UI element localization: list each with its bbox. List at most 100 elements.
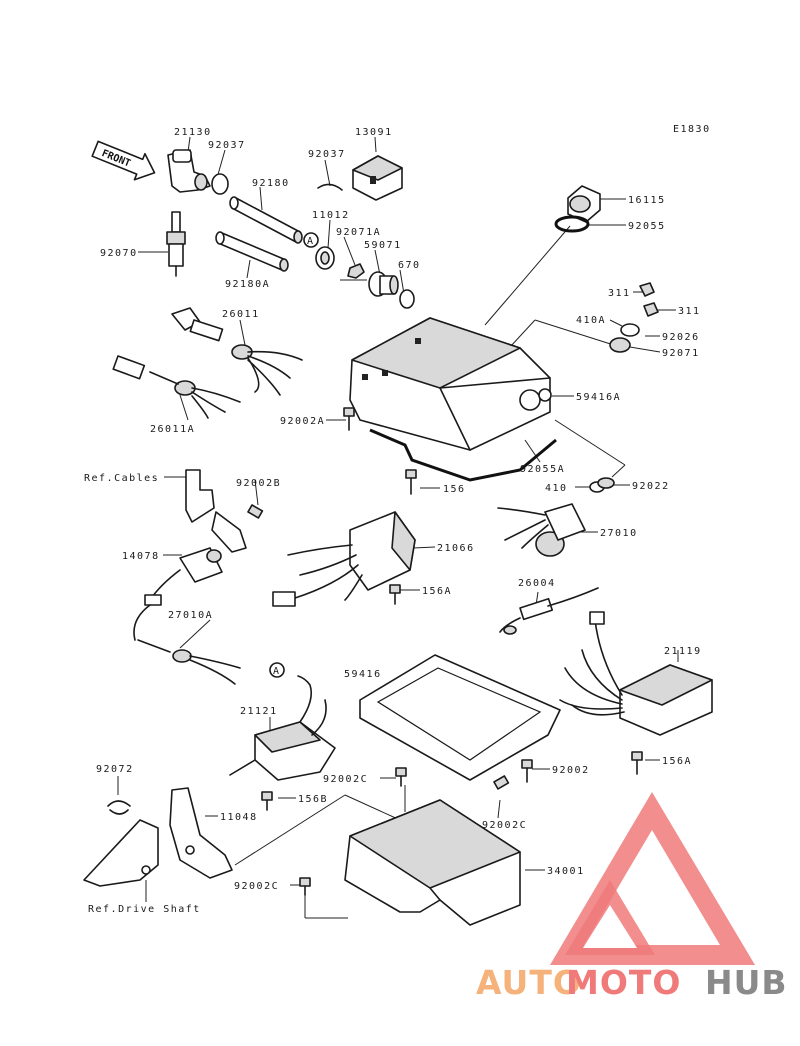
bracket-11048 bbox=[169, 787, 233, 879]
label-26011: 26011 bbox=[222, 309, 260, 320]
label-27010: 27010 bbox=[600, 528, 638, 539]
label-21066: 21066 bbox=[437, 543, 475, 554]
label-59416: 59416 bbox=[344, 669, 382, 680]
label-21119: 21119 bbox=[664, 646, 702, 657]
spark-plug bbox=[166, 211, 186, 277]
label-92071a: 92071A bbox=[336, 227, 381, 238]
label-59416a: 59416A bbox=[576, 392, 621, 403]
washers-right bbox=[589, 477, 615, 493]
watermark-logo: AUTO MOTO HUB bbox=[476, 792, 788, 1002]
cover-block bbox=[352, 155, 403, 201]
label-92180: 92180 bbox=[252, 178, 290, 189]
label-311a: 311 bbox=[608, 288, 631, 299]
label-92071: 92071 bbox=[662, 348, 700, 359]
harness-26011a bbox=[112, 355, 241, 419]
watermark-text-auto: AUTO bbox=[476, 963, 582, 1002]
regulator-21066 bbox=[272, 511, 416, 607]
label-92070: 92070 bbox=[100, 248, 138, 259]
label-34001: 34001 bbox=[547, 866, 585, 877]
relay-27010 bbox=[497, 503, 586, 557]
cdi-unit-21119 bbox=[559, 611, 713, 736]
watermark-text-moto: MOTO bbox=[566, 963, 681, 1002]
nut-small bbox=[347, 263, 365, 279]
label-16115: 16115 bbox=[628, 195, 666, 206]
label-13091: 13091 bbox=[355, 127, 393, 138]
bolt-156a-reg bbox=[389, 584, 401, 605]
label-92002c-1: 92002C bbox=[323, 774, 368, 785]
o-ring bbox=[399, 289, 415, 309]
bracket-34001 bbox=[344, 799, 521, 926]
grommet bbox=[315, 246, 335, 270]
watermark-text-hub: HUB bbox=[705, 963, 788, 1002]
label-ref-drive-shaft: Ref.Drive Shaft bbox=[88, 904, 201, 915]
spark-plug-cap bbox=[167, 149, 211, 193]
breather-cap bbox=[567, 185, 601, 223]
label-156: 156 bbox=[443, 484, 466, 495]
label-92055: 92055 bbox=[628, 221, 666, 232]
clip-ring bbox=[211, 173, 229, 195]
marker-a-top-label: A bbox=[307, 236, 315, 247]
label-156b: 156B bbox=[298, 794, 328, 805]
relay-14078 bbox=[149, 547, 223, 601]
part-labels: E1830 21130 92037 92070 92180 92180A 920… bbox=[84, 124, 711, 915]
gasket-plate-59416 bbox=[359, 654, 561, 781]
label-26011a: 26011A bbox=[150, 424, 195, 435]
fitting bbox=[368, 271, 399, 297]
label-92072: 92072 bbox=[96, 764, 134, 775]
label-670: 670 bbox=[398, 260, 421, 271]
label-27010a: 27010A bbox=[168, 610, 213, 621]
marker-a-top: A bbox=[303, 232, 319, 248]
bolt-92002b bbox=[247, 504, 264, 519]
bolt-92002c-bottom bbox=[299, 877, 311, 896]
bolt-92002c-top bbox=[395, 767, 407, 787]
marker-a-coil: A bbox=[269, 662, 285, 678]
label-ref-cables: Ref.Cables bbox=[84, 473, 159, 484]
clip-92072 bbox=[107, 800, 131, 815]
bolt-92002c-right bbox=[493, 775, 510, 790]
drive-shaft-bracket bbox=[83, 819, 159, 887]
bolt-156b bbox=[261, 791, 273, 811]
label-11012: 11012 bbox=[312, 210, 350, 221]
label-92002b: 92002B bbox=[236, 478, 281, 489]
label-92037a: 92037 bbox=[208, 140, 246, 151]
label-92002c-3: 92002C bbox=[234, 881, 279, 892]
label-311b: 311 bbox=[678, 306, 701, 317]
diagram-id: E1830 bbox=[673, 124, 711, 135]
label-92002a: 92002A bbox=[280, 416, 325, 427]
o-ring-large bbox=[554, 215, 590, 233]
bolt-92002 bbox=[521, 759, 533, 783]
label-11048: 11048 bbox=[220, 812, 258, 823]
label-59071: 59071 bbox=[364, 240, 402, 251]
label-410: 410 bbox=[545, 483, 568, 494]
label-92180a: 92180A bbox=[225, 279, 270, 290]
label-92002: 92002 bbox=[552, 765, 590, 776]
label-92022: 92022 bbox=[632, 481, 670, 492]
harness-26011 bbox=[171, 307, 303, 396]
label-92037b: 92037 bbox=[308, 149, 346, 160]
tube-lower bbox=[215, 231, 289, 272]
fuse-26004 bbox=[499, 587, 599, 635]
harness-27010a bbox=[133, 594, 241, 685]
label-21130: 21130 bbox=[174, 127, 212, 138]
electric-box bbox=[349, 317, 552, 451]
front-arrow: FRONT bbox=[91, 140, 156, 181]
label-14078: 14078 bbox=[122, 551, 160, 562]
bolt-92002a bbox=[343, 407, 355, 431]
label-92002c-2: 92002C bbox=[482, 820, 527, 831]
marker-a-coil-label: A bbox=[273, 666, 281, 677]
label-156a-1: 156A bbox=[422, 586, 452, 597]
label-92055a: 92055A bbox=[520, 464, 565, 475]
label-410a: 410A bbox=[576, 315, 606, 326]
label-156a-2: 156A bbox=[662, 756, 692, 767]
clip-small bbox=[317, 183, 343, 191]
gasket-outline bbox=[369, 428, 557, 482]
label-92026: 92026 bbox=[662, 332, 700, 343]
bracket-cables bbox=[185, 469, 247, 553]
tube-upper bbox=[229, 196, 303, 244]
ignition-coil-21121 bbox=[229, 675, 336, 781]
small-hardware-set bbox=[609, 282, 659, 353]
label-21121: 21121 bbox=[240, 706, 278, 717]
bolt-156 bbox=[405, 469, 417, 495]
bolt-156a-cdi bbox=[631, 751, 643, 775]
